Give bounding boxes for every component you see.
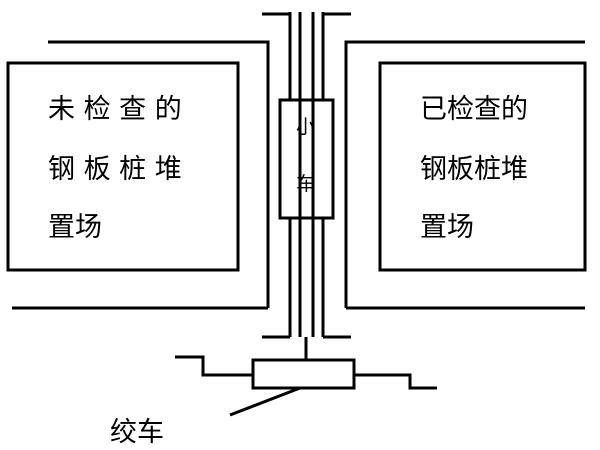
winch-left-anchor [175, 355, 253, 377]
right-yard-label-line-1: 已检查的 [420, 94, 528, 125]
cart-label-char-1: 小 [296, 116, 315, 138]
winch-box [251, 358, 356, 390]
cart-label-char-2: 车 [296, 173, 315, 195]
right-yard-label-line-3: 置场 [420, 212, 474, 243]
right-yard-label-line-2: 钢板桩堆 [420, 154, 528, 185]
unchecked-pile-yard-box [6, 61, 240, 272]
right-yard-top-wall [344, 40, 585, 308]
left-yard-label-line-3: 置场 [48, 212, 102, 243]
left-yard-label-line-1: 未 检 查 的 [48, 94, 182, 125]
cart-box [278, 98, 335, 220]
winch-label: 绞车 [110, 417, 164, 448]
checked-pile-yard-box [378, 61, 587, 272]
left-yard-label-line-2: 钢 板 桩 堆 [48, 154, 182, 185]
winch-right-anchor [354, 373, 437, 390]
winch-leader-line [229, 386, 301, 417]
left-yard-top-wall [48, 40, 270, 308]
